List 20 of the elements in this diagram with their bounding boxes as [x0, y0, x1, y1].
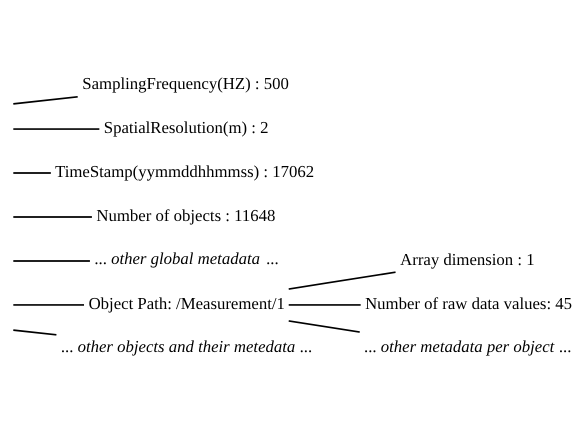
node-text: SpatialResolution(m) : 2 — [104, 118, 268, 137]
connector — [13, 216, 92, 218]
connector — [288, 270, 396, 290]
node-text: SamplingFrequency(HZ) : 500 — [82, 74, 289, 93]
node-text: Number of objects : 11648 — [96, 205, 276, 224]
node-text: ... other objects and their metedata ... — [60, 336, 312, 356]
node-text: Number of raw data values: 45 — [365, 293, 572, 312]
node-text: TimeStamp(yymmddhhmmss) : 17062 — [55, 161, 314, 180]
connector — [13, 260, 90, 262]
node-text: ... other metadata per object ... — [364, 336, 572, 356]
connector — [13, 96, 78, 104]
connector — [13, 128, 100, 130]
connector — [288, 320, 360, 332]
connector — [288, 304, 361, 306]
connector — [13, 304, 84, 306]
connector — [13, 328, 56, 336]
node-text: Object Path: /Measurement/1 — [88, 293, 285, 312]
node-text: ... other global metadata ... — [94, 248, 279, 268]
node-text: Array dimension : 1 — [400, 249, 535, 268]
connector — [13, 172, 51, 174]
